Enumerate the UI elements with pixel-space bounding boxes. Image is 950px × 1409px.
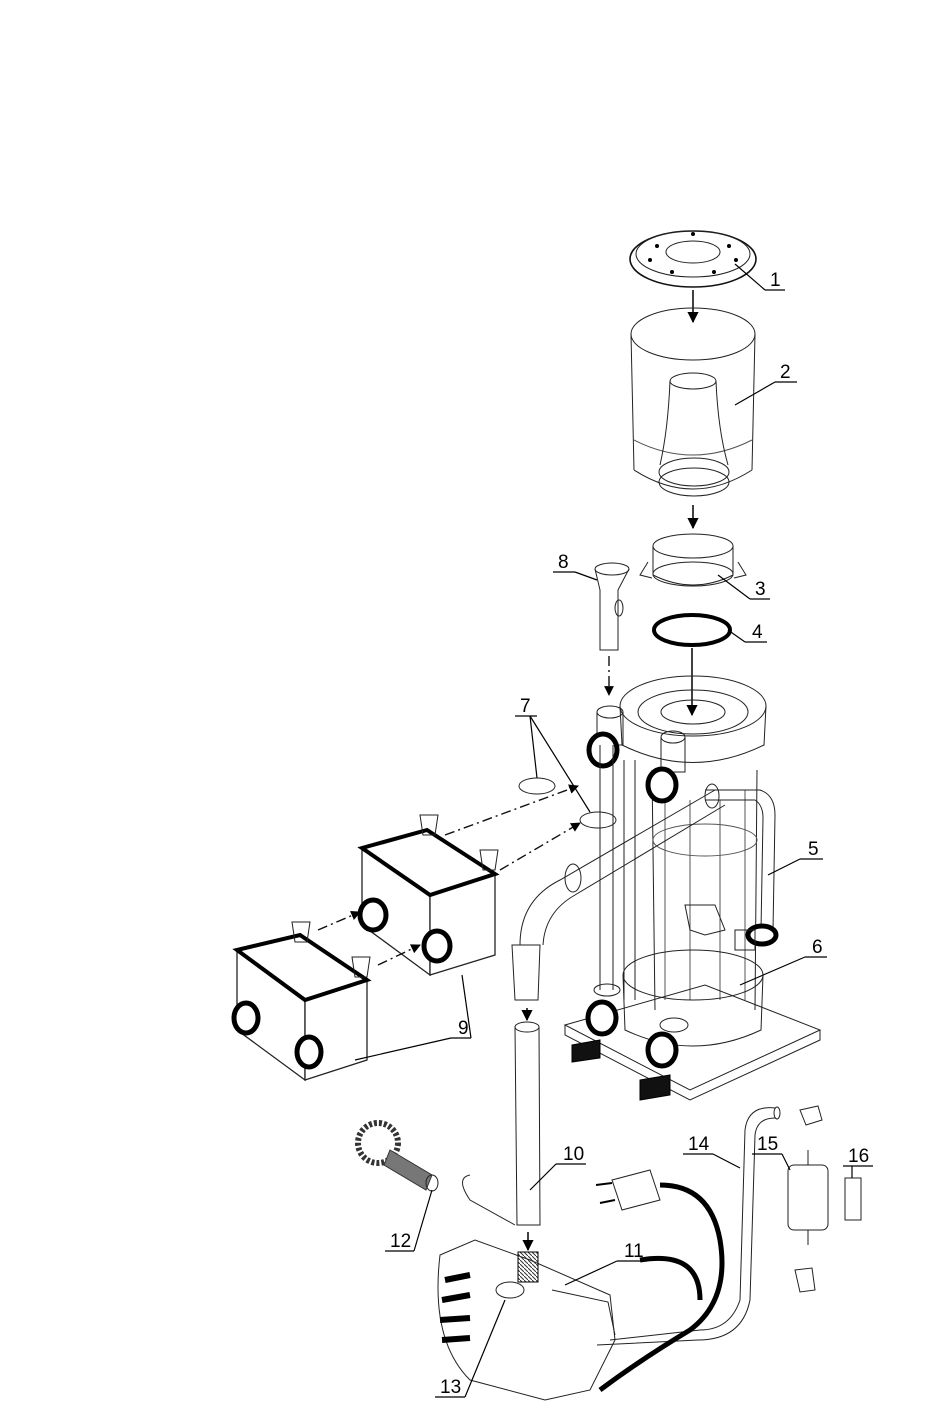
- label-14: 14: [688, 1134, 710, 1155]
- collection-cup: [631, 308, 755, 528]
- label-7: 7: [520, 696, 531, 717]
- label-3: 3: [755, 579, 766, 600]
- reaction-chamber: [519, 676, 820, 1100]
- media-boxes: [234, 786, 580, 1080]
- label-1: 1: [770, 270, 781, 291]
- label-10: 10: [563, 1144, 584, 1165]
- inlet-hose-and-pipe: [512, 945, 540, 1250]
- label-12: 12: [390, 1231, 411, 1252]
- label-6: 6: [812, 937, 823, 958]
- label-11: 11: [624, 1241, 644, 1262]
- pump: [438, 1107, 780, 1400]
- air-silencer: [788, 1106, 861, 1292]
- label-16: 16: [848, 1146, 869, 1167]
- label-9: 9: [458, 1018, 469, 1039]
- label-15: 15: [757, 1134, 778, 1155]
- label-5: 5: [808, 839, 819, 860]
- label-2: 2: [780, 362, 791, 383]
- power-cord: [596, 1170, 722, 1390]
- label-4: 4: [752, 622, 763, 643]
- cup-adapter: [640, 534, 746, 586]
- part-8-tube: [595, 563, 629, 695]
- label-13: 13: [440, 1377, 461, 1398]
- part-labels: 1 2 3 4 5 6 7 8 9 10 11 12 13 14 15 16: [355, 264, 873, 1398]
- needle-wheel-diffuser: [358, 1123, 438, 1191]
- label-8: 8: [558, 552, 569, 573]
